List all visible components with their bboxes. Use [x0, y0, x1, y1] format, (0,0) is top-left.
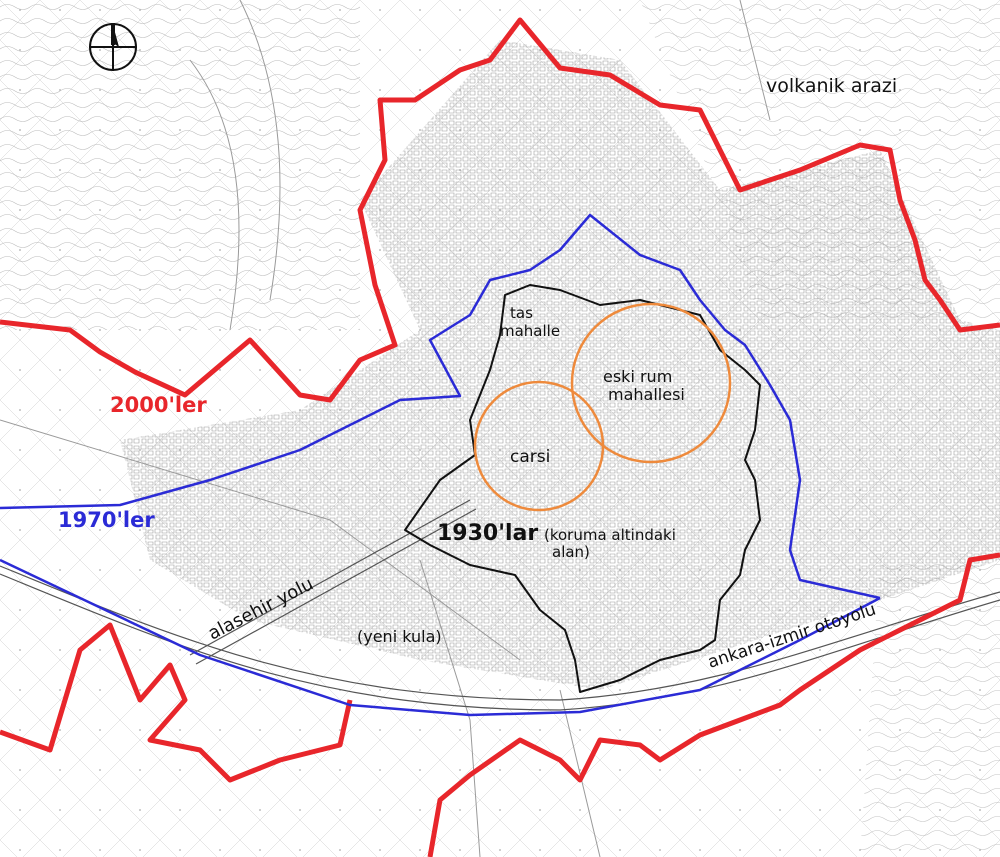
- tas-label-line2: mahalle: [500, 322, 560, 340]
- eskirum-label-line1: eski rum: [603, 367, 672, 386]
- quarter-circles: [473, 302, 732, 512]
- highway: [0, 565, 1000, 711]
- north-arrow-icon: [89, 23, 137, 71]
- carsi-label: carsi: [510, 447, 550, 467]
- eskirum-label-line2: mahallesi: [608, 385, 685, 404]
- boundary-1930s: [404, 284, 761, 693]
- yeni-kula-label: (yeni kula): [357, 627, 442, 646]
- tas-label-line1: tas: [510, 304, 533, 322]
- eskirum-circle: [570, 302, 732, 464]
- era-2000-label: 2000'ler: [110, 393, 207, 417]
- protected-label-line2: alan): [552, 543, 590, 561]
- alasehir-road: [189, 499, 477, 665]
- boundary-2000s: [0, 17, 1000, 857]
- boundary-1970s: [0, 213, 881, 717]
- protected-label-line1: (koruma altindaki: [544, 526, 676, 544]
- era-1930-label: 1930'lar: [437, 521, 538, 546]
- era-1970-label: 1970'ler: [58, 508, 155, 532]
- volcanic-label: volkanik arazi: [766, 75, 897, 97]
